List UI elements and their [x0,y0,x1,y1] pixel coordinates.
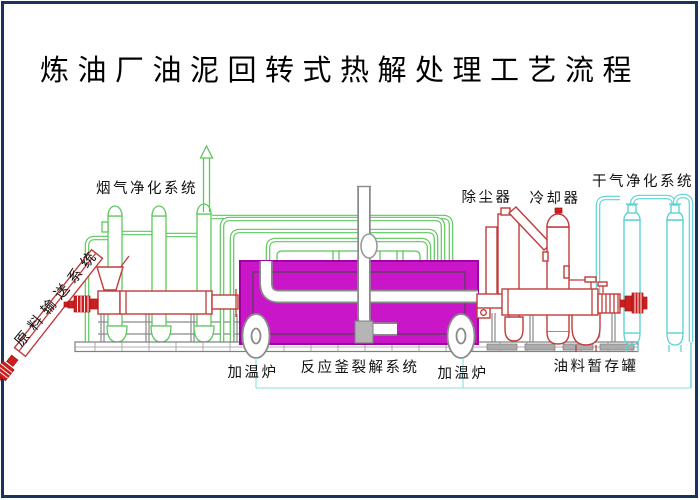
feed-hopper [96,266,124,291]
discharge-screw-body [501,288,599,316]
screw-feeder-motor [63,295,99,313]
dry-gas-purification-system [595,193,694,388]
oil-storage-tanks [504,310,601,352]
cooler-body [542,207,570,345]
kiln-through-pipe [261,261,478,302]
inner-header-pipe [276,250,421,261]
label-dust-collector: 除尘器 [462,189,513,206]
label-dry-gas-system: 干气净化系统 [592,173,694,190]
pipe-joint [360,233,378,259]
heating-furnace-left [241,313,271,359]
rotary-kiln-reactor [239,185,491,345]
dry-gas-column-2 [666,203,684,352]
feed-box [97,290,121,315]
heating-furnace-right [446,313,476,359]
label-flue-gas-system: 烟气净化系统 [96,180,198,197]
discharge-motor [619,292,648,314]
feed-conveyor-system [0,248,242,385]
scrubber-bottom-hoppers [106,325,215,343]
page-title: 炼油厂油泥回转式热解处理工艺流程 [40,54,640,87]
dry-gas-column-1 [623,203,641,352]
exhaust-stack-arrow [199,144,214,212]
label-heater-right: 加温炉 [438,365,489,382]
kiln-seal-gland [354,320,374,344]
screw-feeder-body [119,290,213,315]
discharge-bearing [597,293,621,314]
label-heater-left: 加温炉 [228,364,279,381]
solids-discharge-and-condensing-system [476,206,648,352]
fuel-gas-return-line [255,358,691,389]
label-cooler: 冷却器 [530,190,581,207]
label-oil-tank: 油料暂存罐 [554,358,639,375]
platform-pads [486,343,635,351]
dust-collector-body [497,213,520,300]
label-reactor-system: 反应釜裂解系统 [301,358,420,376]
conveyor-motor [0,354,19,385]
